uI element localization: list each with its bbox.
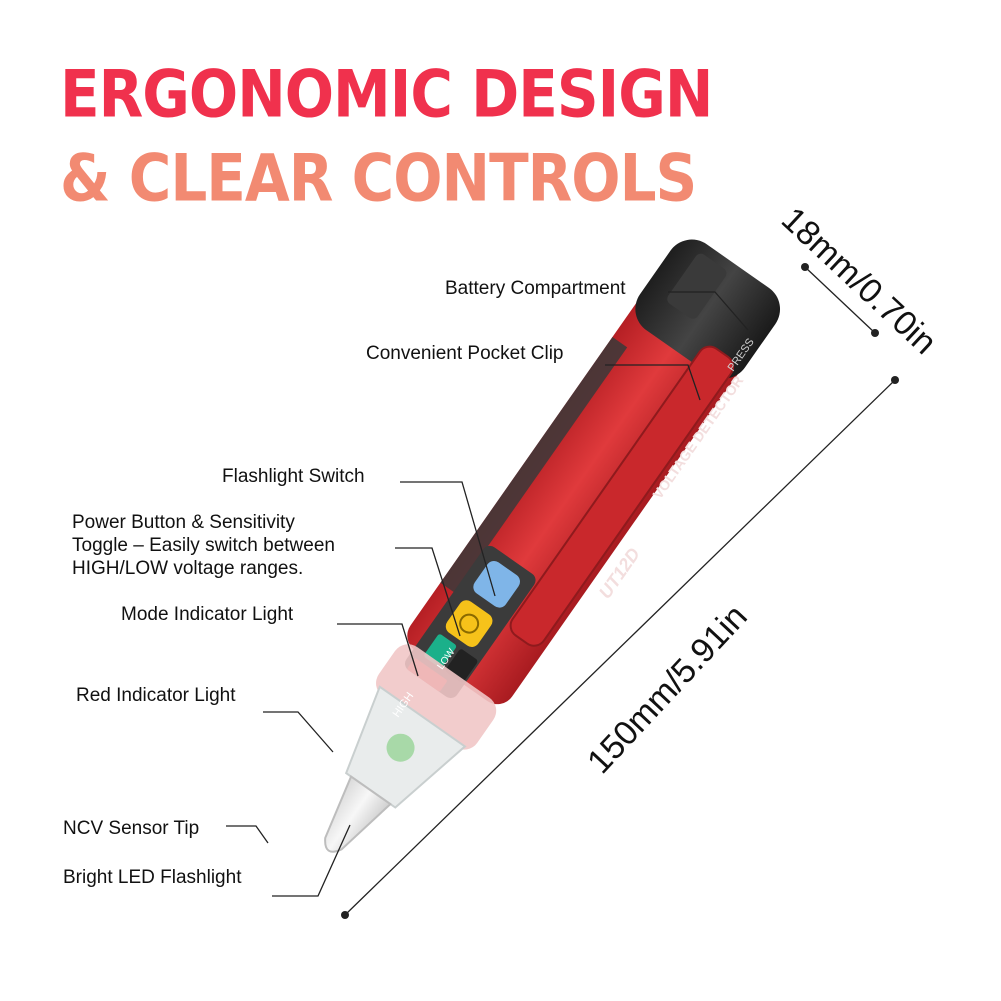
ncv-sensor-tip [324, 775, 392, 853]
callout-flashlight-switch: Flashlight Switch [222, 466, 365, 487]
leader-battery [668, 291, 749, 331]
headline-line-1: ERGONOMIC DESIGN [60, 56, 713, 133]
leader-red [263, 711, 334, 753]
width-dimension-line [804, 266, 876, 334]
callout-red-indicator: Red Indicator Light [76, 685, 236, 706]
callout-power-line-2: Toggle – Easily switch between [72, 535, 335, 556]
leader-ncv [226, 825, 269, 844]
callout-power-line-3: HIGH/LOW voltage ranges. [72, 558, 304, 579]
headline-line-2: & CLEAR CONTROLS [60, 140, 697, 217]
leader-power [395, 547, 461, 637]
flashlight-switch-button[interactable] [470, 558, 523, 611]
leader-flashlight [400, 481, 496, 597]
sensor-housing [376, 644, 497, 750]
callout-power-line-1: Power Button & Sensitivity [72, 512, 295, 533]
leader-clip [605, 364, 701, 401]
callout-mode-indicator: Mode Indicator Light [121, 604, 294, 625]
leader-led [272, 824, 351, 897]
pocket-clip [509, 345, 735, 647]
callout-battery-compartment: Battery Compartment [445, 278, 626, 299]
callout-pocket-clip: Convenient Pocket Clip [366, 343, 564, 364]
power-button[interactable] [443, 597, 496, 650]
battery-cap [635, 239, 781, 379]
callout-ncv-tip: NCV Sensor Tip [63, 818, 200, 839]
leader-mode [337, 623, 419, 677]
length-dimension-line [344, 379, 896, 916]
led-flashlight [386, 733, 415, 762]
callout-led-flashlight: Bright LED Flashlight [63, 867, 242, 888]
